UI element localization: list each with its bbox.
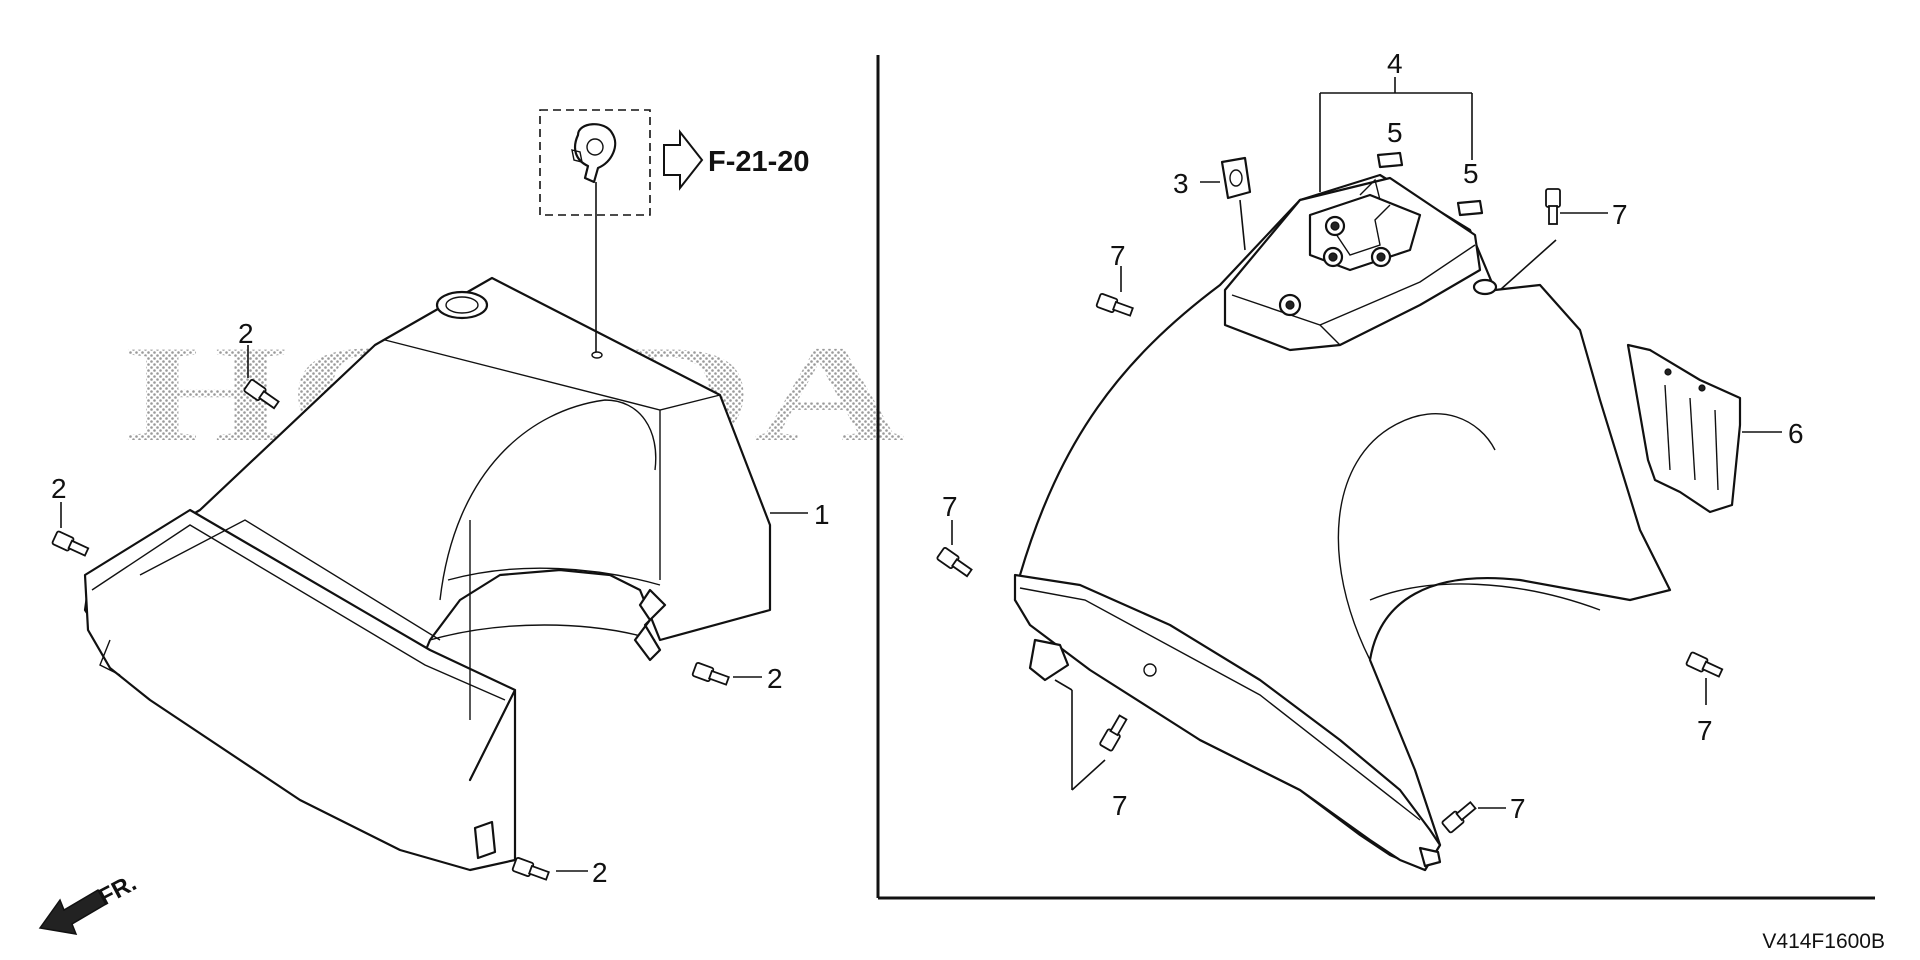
seal-part-5-right: 5 bbox=[1456, 158, 1484, 217]
front-direction-marker: FR. bbox=[38, 869, 141, 935]
bolt-2-left: 2 bbox=[51, 473, 90, 557]
callout-7-top-right: 7 bbox=[1612, 199, 1628, 230]
callout-7-right: 7 bbox=[1697, 715, 1713, 746]
bracket-part-6: 6 bbox=[1626, 343, 1804, 514]
fan-cover-right bbox=[1013, 173, 1672, 872]
callout-2-bottom: 2 bbox=[592, 857, 608, 888]
grommet-part-3: 3 bbox=[1173, 156, 1252, 251]
bolt-2-bottom: 2 bbox=[511, 857, 608, 888]
callout-6: 6 bbox=[1788, 418, 1804, 449]
callout-2-left: 2 bbox=[51, 473, 67, 504]
reference-arrow-icon bbox=[663, 129, 704, 191]
callout-7-upper-left: 7 bbox=[1110, 240, 1126, 271]
callout-5-right: 5 bbox=[1463, 158, 1479, 189]
callout-1: 1 bbox=[814, 499, 830, 530]
bolt-7-left: 7 bbox=[936, 491, 973, 578]
callout-2-top: 2 bbox=[238, 318, 254, 349]
callout-2-right: 2 bbox=[767, 663, 783, 694]
bolt-7-right: 7 bbox=[1685, 651, 1724, 746]
bolt-2-right: 2 bbox=[691, 662, 783, 694]
bolt-7-bottom: 7 bbox=[1054, 679, 1128, 821]
callout-4: 4 bbox=[1387, 48, 1403, 79]
bolt-7-top-right: 7 bbox=[1499, 188, 1628, 291]
callout-7-bottom-right: 7 bbox=[1510, 793, 1526, 824]
callout-5-left: 5 bbox=[1387, 117, 1403, 148]
diagram-code: V414F1600B bbox=[1762, 930, 1885, 953]
callout-7-bottom: 7 bbox=[1112, 790, 1128, 821]
bolt-2-top: 2 bbox=[238, 318, 280, 410]
fan-cover-left bbox=[83, 276, 772, 872]
part-4-leaders: 4 bbox=[1319, 48, 1473, 192]
callout-3: 3 bbox=[1173, 168, 1189, 199]
callout-7-left: 7 bbox=[942, 491, 958, 522]
front-arrow-icon bbox=[38, 888, 108, 935]
part-1-leader: 1 bbox=[770, 499, 830, 530]
reference-code: F-21-20 bbox=[708, 146, 810, 178]
bolt-7-upper-left: 7 bbox=[1095, 240, 1134, 317]
clamp-icon bbox=[571, 123, 617, 184]
clamp-reference: F-21-20 bbox=[539, 109, 810, 352]
bolt-7-bottom-right: 7 bbox=[1441, 793, 1526, 834]
seal-part-5-left: 5 bbox=[1376, 117, 1404, 169]
